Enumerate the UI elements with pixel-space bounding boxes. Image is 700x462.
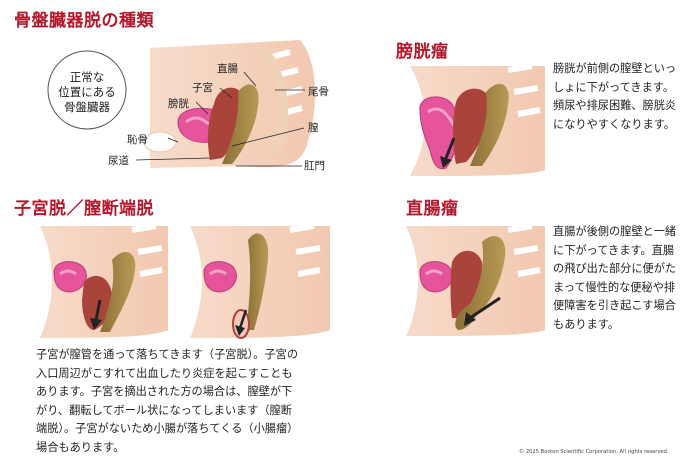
uterine-text-line: 端脱）。子宮がないため小腸が落ちてくる（小腸瘤） (36, 422, 299, 435)
copyright-notice: © 2025 Boston Scientific Corporation. Al… (519, 449, 669, 455)
uterine-prolapse-description: 子宮が膣管を通って落ちてきます（子宮脱）。子宮の 入口周辺がこすれて出血したり炎… (36, 346, 336, 457)
rectocele-title: 直腸瘤 (406, 199, 459, 219)
cystocele-text-line: しょに下がってきます。 (553, 80, 675, 94)
uterine-text-line: 場合もあります。 (36, 440, 125, 454)
label-pubic-bone: 恥骨 (127, 134, 148, 146)
cystocele-description: 膀胱が前側の膣壁といっ しょに下がってきます。 頻尿や排尿困難、膀胱炎 になりや… (553, 60, 691, 134)
rectocele-text-line: 便障害を引き起こす場合 (553, 299, 676, 312)
label-bladder: 膀胱 (168, 98, 189, 110)
rectocele-text-line: の飛び出た部分に便がた (553, 262, 677, 275)
cystocele-text-line: 膀胱が前側の膣壁といっ (553, 62, 677, 75)
rectocele-text-line: もあります。 (553, 317, 620, 331)
label-urethra: 尿道 (108, 155, 129, 167)
circle-line-2: 位置にある (58, 85, 116, 99)
rectocele-description: 直腸が後側の膣壁と一緒 に下がってきます。直腸 の飛び出た部分に便がた まって慢… (553, 223, 691, 334)
uterine-text-line: あります。子宮を摘出された方の場合は、膣壁が下 (36, 385, 293, 398)
cystocele-text-line: になりやすくなります。 (553, 117, 675, 131)
rectocele-text-line: まって慢性的な便秘や排 (553, 280, 676, 294)
circle-line-1: 正常な (69, 70, 105, 84)
label-vagina: 膣 (308, 122, 319, 134)
cystocele-title: 膀胱瘤 (396, 42, 449, 62)
uterine-text-line: がり、翻転してボール状になってしまいます（膣断 (36, 403, 292, 417)
label-rectum: 直腸 (217, 63, 238, 75)
label-tailbone: 尾骨 (308, 86, 329, 98)
uterine-prolapse-title: 子宮脱／膣断端脱 (14, 199, 154, 219)
label-uterus: 子宮 (192, 82, 213, 94)
rectocele-text-line: に下がってきます。直腸 (553, 243, 675, 257)
rectocele-text-line: 直腸が後側の膣壁と一緒 (553, 225, 677, 238)
page-title: 骨盤臓器脱の種類 (14, 11, 154, 31)
cystocele-text-line: 頻尿や排尿困難、膀胱炎 (553, 99, 677, 112)
uterine-text-line: 入口周辺がこすれて出血したり炎症を起こすことも (36, 366, 293, 380)
uterine-text-line: 子宮が膣管を通って落ちてきます（子宮脱）。子宮の (36, 348, 299, 361)
circle-line-3: 骨盤臓器 (64, 100, 110, 114)
label-anus: 肛門 (304, 160, 325, 172)
normal-circle-label: 正常な 位置にある 骨盤臓器 (58, 70, 116, 115)
